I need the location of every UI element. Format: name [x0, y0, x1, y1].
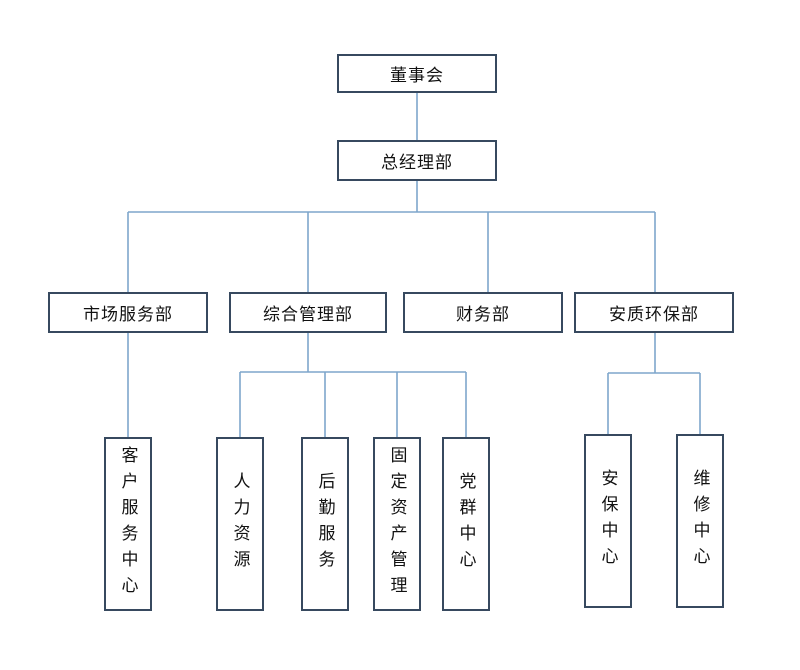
node-party-mass-center: 党群中心 — [442, 437, 490, 611]
node-maintenance-center-label: 维修中心 — [689, 469, 710, 573]
node-safety-quality-dept-label: 安质环保部 — [609, 305, 699, 325]
node-customer-service-center: 客户服务中心 — [104, 437, 152, 611]
node-general-manager-label: 总经理部 — [381, 153, 453, 173]
node-finance-dept-label: 财务部 — [456, 305, 510, 325]
node-market-service-dept: 市场服务部 — [48, 292, 208, 333]
node-party-mass-center-label: 党群中心 — [455, 472, 476, 576]
node-maintenance-center: 维修中心 — [676, 434, 724, 608]
node-general-admin-dept: 综合管理部 — [229, 292, 387, 333]
node-board: 董事会 — [337, 54, 497, 93]
node-logistics-services: 后勤服务 — [301, 437, 349, 611]
node-human-resources-label: 人力资源 — [229, 472, 250, 576]
node-market-service-dept-label: 市场服务部 — [83, 305, 173, 325]
node-safety-quality-dept: 安质环保部 — [574, 292, 734, 333]
node-board-label: 董事会 — [390, 66, 444, 86]
node-human-resources: 人力资源 — [216, 437, 264, 611]
node-general-manager: 总经理部 — [337, 140, 497, 181]
node-customer-service-center-label: 客户服务中心 — [117, 446, 138, 602]
node-finance-dept: 财务部 — [403, 292, 563, 333]
node-fixed-assets-management-label: 固定资产管理 — [386, 446, 407, 602]
node-fixed-assets-management: 固定资产管理 — [373, 437, 421, 611]
node-safety-center: 安保中心 — [584, 434, 632, 608]
node-general-admin-dept-label: 综合管理部 — [263, 305, 353, 325]
node-safety-center-label: 安保中心 — [597, 469, 618, 573]
node-logistics-services-label: 后勤服务 — [314, 472, 335, 576]
